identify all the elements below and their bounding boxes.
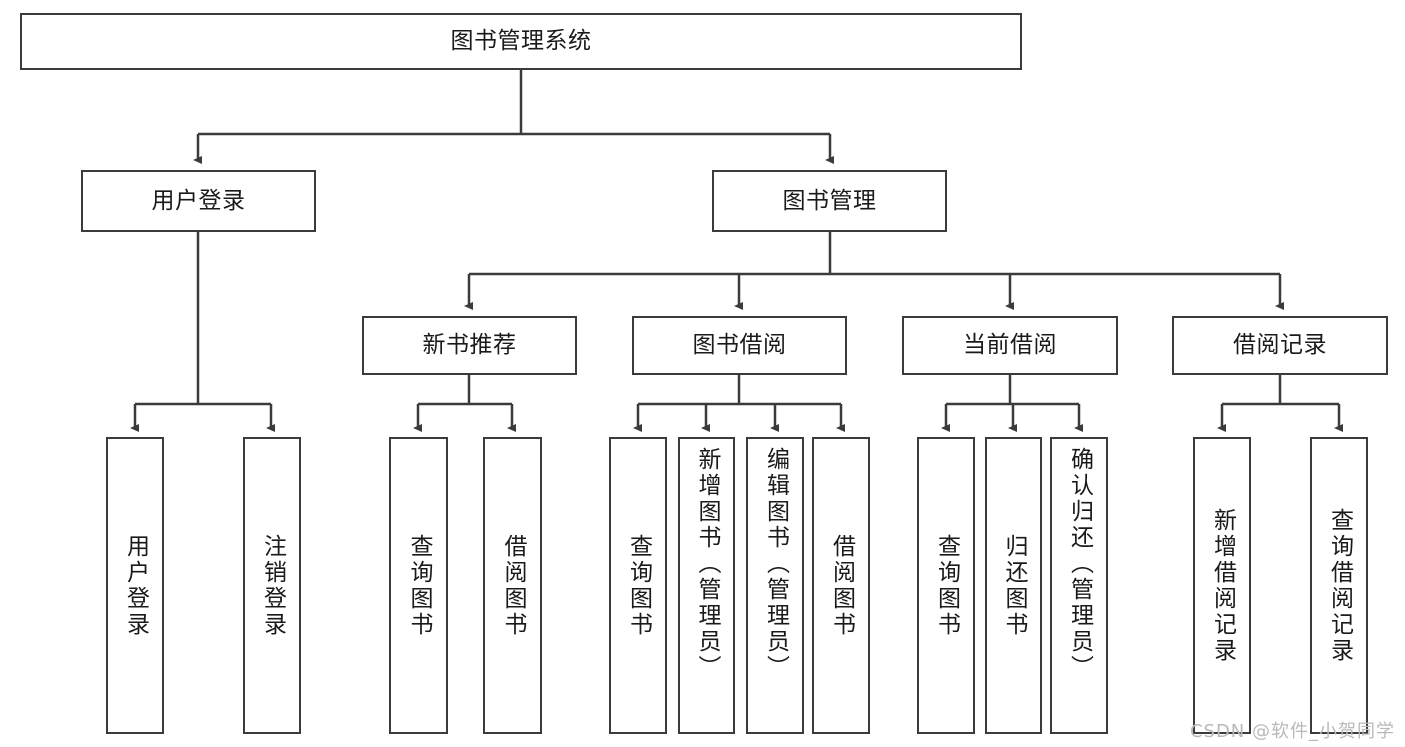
node-book-borrow[interactable]: 图书借阅 bbox=[632, 316, 847, 375]
node-label: 图书借阅 bbox=[692, 332, 787, 359]
node-label: 图书管理系统 bbox=[450, 28, 592, 55]
node-current-borrow[interactable]: 当前借阅 bbox=[902, 316, 1118, 375]
leaf-recommend-borrow-book[interactable]: 借阅图书 bbox=[483, 437, 542, 734]
node-label: 注销登录 bbox=[259, 533, 286, 638]
node-label: 查询借阅记录 bbox=[1326, 507, 1353, 664]
watermark-text: CSDN @软件_小贺同学 bbox=[1189, 721, 1395, 742]
node-label: 查询图书 bbox=[625, 533, 652, 638]
node-label: 归还图书 bbox=[1001, 533, 1027, 638]
node-new-book-recommend[interactable]: 新书推荐 bbox=[362, 316, 577, 375]
node-label: 新增图书（管理员） bbox=[694, 447, 720, 681]
leaf-borrow-edit-book-admin[interactable]: 编辑图书（管理员） bbox=[746, 437, 804, 734]
node-label: 新增借阅记录 bbox=[1209, 507, 1236, 664]
leaf-current-confirm-return-admin[interactable]: 确认归还（管理员） bbox=[1050, 437, 1108, 734]
node-label: 新书推荐 bbox=[422, 332, 517, 359]
node-label: 当前借阅 bbox=[963, 332, 1057, 359]
node-user-login[interactable]: 用户登录 bbox=[81, 170, 316, 232]
node-label: 图书管理 bbox=[782, 187, 877, 214]
node-root-system[interactable]: 图书管理系统 bbox=[20, 13, 1022, 70]
leaf-user-login[interactable]: 用户登录 bbox=[106, 437, 164, 734]
node-label: 查询图书 bbox=[933, 533, 960, 638]
leaf-record-add-record[interactable]: 新增借阅记录 bbox=[1193, 437, 1251, 734]
leaf-borrow-borrow-book[interactable]: 借阅图书 bbox=[812, 437, 870, 734]
node-label: 借阅图书 bbox=[500, 533, 526, 638]
leaf-recommend-query-book[interactable]: 查询图书 bbox=[389, 437, 448, 734]
leaf-current-query-book[interactable]: 查询图书 bbox=[917, 437, 975, 734]
leaf-logout[interactable]: 注销登录 bbox=[243, 437, 301, 734]
leaf-borrow-add-book-admin[interactable]: 新增图书（管理员） bbox=[678, 437, 735, 734]
node-book-management[interactable]: 图书管理 bbox=[712, 170, 947, 232]
node-borrow-record[interactable]: 借阅记录 bbox=[1172, 316, 1388, 375]
leaf-current-return-book[interactable]: 归还图书 bbox=[985, 437, 1042, 734]
node-label: 用户登录 bbox=[151, 187, 246, 214]
node-label: 用户登录 bbox=[122, 533, 149, 638]
node-label: 借阅图书 bbox=[828, 533, 855, 638]
node-label: 编辑图书（管理员） bbox=[762, 447, 789, 681]
node-label: 确认归还（管理员） bbox=[1066, 447, 1093, 681]
node-label: 查询图书 bbox=[406, 533, 432, 638]
node-label: 借阅记录 bbox=[1233, 332, 1327, 359]
leaf-record-query-record[interactable]: 查询借阅记录 bbox=[1310, 437, 1368, 734]
leaf-borrow-query-book[interactable]: 查询图书 bbox=[609, 437, 667, 734]
